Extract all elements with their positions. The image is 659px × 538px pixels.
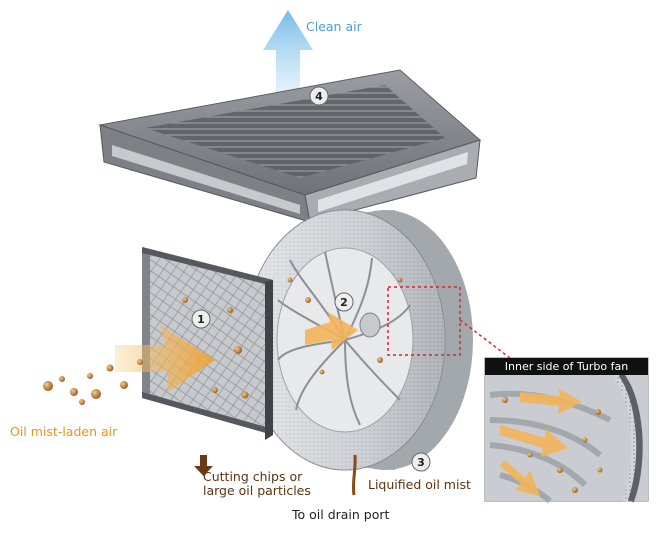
clean-air-arrow	[263, 10, 313, 95]
inset-title: Inner side of Turbo fan	[485, 358, 648, 375]
liquified-oil-label: Liquified oil mist	[368, 477, 471, 492]
clean-air-label: Clean air	[306, 19, 362, 34]
filter-panel	[142, 247, 273, 440]
cutting-chips-label: Cutting chips or large oil particles	[203, 469, 311, 499]
fan-air-arrow	[305, 312, 358, 350]
step-number-4: 4	[315, 90, 323, 103]
top-unit	[98, 69, 481, 223]
inset-panel	[484, 357, 649, 504]
oil-air-arrow	[115, 325, 215, 392]
step-number-3: 3	[417, 456, 425, 469]
step-number-2: 2	[340, 296, 348, 309]
step-badge-4: 4	[309, 86, 329, 106]
chips-arrow	[194, 455, 213, 476]
step-badge-1: 1	[191, 309, 211, 329]
turbo-fan	[244, 209, 511, 496]
drain-port-label: To oil drain port	[292, 507, 390, 522]
step-badge-2: 2	[334, 292, 354, 312]
step-number-1: 1	[197, 313, 205, 326]
callout-line	[459, 319, 511, 359]
step-badge-3: 3	[411, 452, 431, 472]
oil-mist-air-label: Oil mist-laden air	[10, 424, 118, 439]
highlight-box	[387, 286, 461, 356]
oil-droplets	[43, 277, 403, 405]
